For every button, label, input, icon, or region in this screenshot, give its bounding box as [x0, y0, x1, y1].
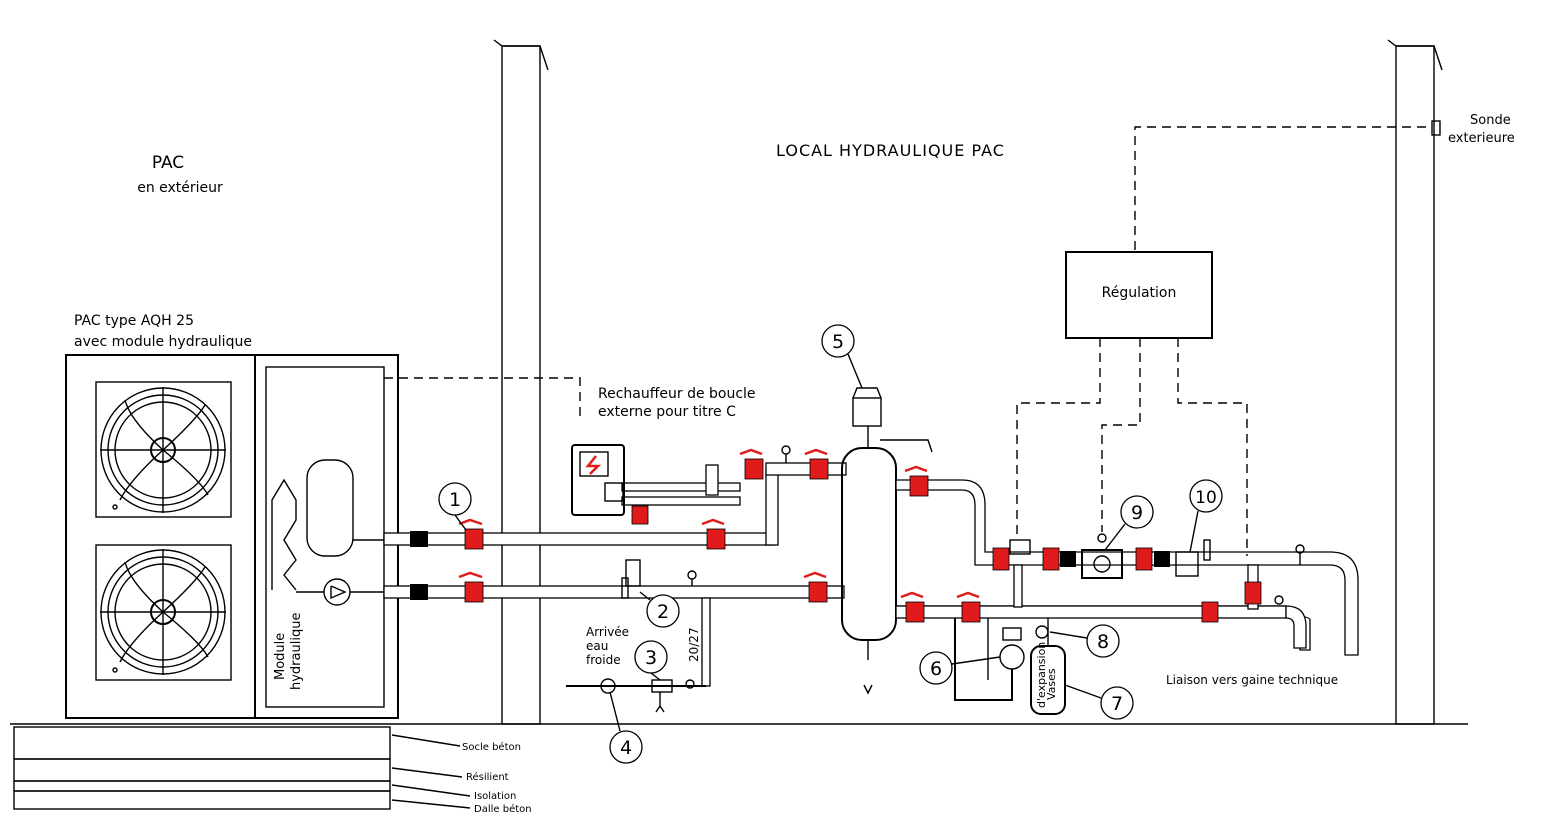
module-line1: Module [273, 633, 288, 680]
svg-text:10: 10 [1195, 488, 1217, 508]
local-title: LOCAL HYDRAULIQUE PAC [776, 141, 1005, 160]
callout-8: 8 [1049, 624, 1120, 658]
ground-layers [13, 726, 471, 810]
pac-subtitle: en extérieur [137, 180, 223, 196]
svg-text:6: 6 [930, 658, 942, 680]
svg-text:7: 7 [1111, 693, 1123, 715]
svg-text:2: 2 [657, 601, 669, 623]
outdoor-probe [1431, 120, 1441, 136]
isolation-label: Isolation [474, 791, 516, 802]
circuit-pipe-upper [895, 479, 1359, 656]
isolation-valves [458, 448, 1262, 623]
callout-2: 2 [639, 591, 680, 628]
vases-line2: d'expansion [1035, 642, 1048, 708]
callout-1: 1 [438, 482, 472, 531]
heater-loop [621, 464, 741, 506]
return-pipe [383, 585, 845, 687]
vases-line1: Vases [1045, 668, 1058, 700]
wall-left [493, 39, 549, 725]
dalle-label: Dalle béton [474, 803, 532, 815]
control-wiring [384, 126, 1432, 556]
expansion-vessels: Vases d'expansion [1030, 618, 1066, 715]
heater-line1: Rechauffeur de boucle [598, 386, 756, 402]
circuit-pipe-lower [895, 564, 1311, 651]
callout-9: 9 [1104, 495, 1154, 551]
svg-text:9: 9 [1131, 502, 1143, 524]
sonde-line2: exterieure [1448, 131, 1515, 146]
fan-icon [95, 544, 232, 681]
pac-type-line2: avec module hydraulique [74, 334, 252, 350]
filter [621, 559, 641, 599]
pipe-size: 20/27 [687, 627, 701, 662]
regulation-box [1065, 251, 1213, 339]
water-line2: eau [586, 639, 608, 653]
callout-6: 6 [919, 651, 1001, 685]
resilient-label: Résilient [466, 771, 509, 783]
callout-4: 4 [609, 691, 643, 764]
fan-icon [95, 381, 232, 518]
thermometer-icon [687, 445, 1305, 639]
pac-unit [65, 354, 399, 719]
three-way-valve [1009, 539, 1031, 555]
sonde-line1: Sonde [1470, 113, 1511, 128]
check-valve [1175, 539, 1211, 577]
callout-7: 7 [1064, 684, 1134, 720]
svg-text:8: 8 [1097, 631, 1109, 653]
callout-5: 5 [821, 324, 863, 389]
heater-line2: externe pour titre C [598, 404, 736, 420]
liaison-label: Liaison vers gaine technique [1166, 673, 1338, 687]
regulation-label: Régulation [1102, 285, 1177, 301]
heater-box [571, 444, 625, 516]
svg-text:3: 3 [645, 647, 657, 669]
pac-title: PAC [152, 153, 184, 173]
circulator-pump [1081, 533, 1123, 579]
flex-connector [410, 531, 428, 600]
pac-type-line1: PAC type AQH 25 [74, 313, 194, 329]
callout-10: 10 [1189, 479, 1223, 553]
callout-3: 3 [634, 640, 668, 681]
wall-right [1387, 39, 1443, 725]
water-line3: froide [586, 653, 621, 667]
svg-text:5: 5 [832, 331, 844, 353]
cold-water-inlet [566, 678, 706, 713]
svg-text:4: 4 [620, 737, 632, 759]
water-line1: Arrivée [586, 625, 629, 639]
svg-text:1: 1 [449, 489, 461, 511]
module-line2: hydraulique [289, 613, 304, 690]
socle-label: Socle béton [462, 741, 521, 753]
buffer-tank [841, 387, 933, 695]
